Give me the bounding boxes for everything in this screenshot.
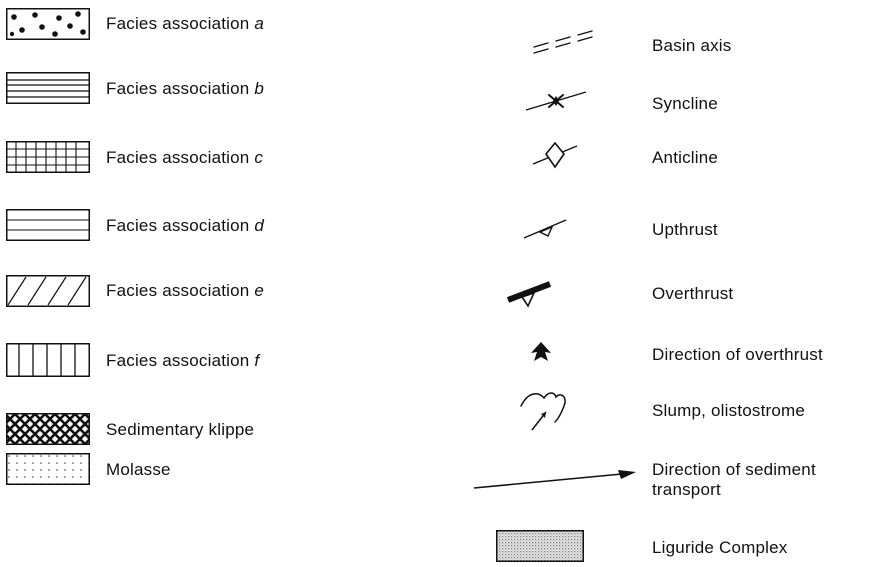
- sediment-transport-label: Direction of sediment transport: [652, 460, 816, 499]
- grid-swatch: [6, 141, 90, 173]
- facies-f-label: Facies association f: [106, 351, 260, 370]
- vertical-lines-swatch: [6, 343, 90, 377]
- facies-c-label: Facies association c: [106, 148, 264, 167]
- facies-e-label: Facies association e: [106, 281, 265, 300]
- slump-symbol: [516, 388, 576, 438]
- stipple-swatch: [496, 530, 584, 562]
- fine-dots-swatch: [6, 453, 90, 485]
- anticline-label: Anticline: [652, 148, 719, 167]
- liguride-complex-label: Liguride Complex: [652, 538, 788, 557]
- overthrust-symbol: [504, 276, 556, 310]
- facies-a-label: Facies association a: [106, 14, 265, 33]
- diagonal-hatch-swatch: [6, 275, 90, 307]
- crosshatch-swatch: [6, 413, 90, 445]
- slump-label: Slump, olistostrome: [652, 401, 806, 420]
- syncline-symbol: [524, 86, 590, 116]
- molasse-label: Molasse: [106, 460, 171, 479]
- basin-axis-label: Basin axis: [652, 36, 732, 55]
- overthrust-direction-arrow: [530, 341, 552, 363]
- basin-axis-symbol: [528, 28, 602, 56]
- sparse-lines-swatch: [6, 209, 90, 241]
- facies-d-label: Facies association d: [106, 216, 265, 235]
- upthrust-symbol: [522, 214, 570, 242]
- sediment-transport-arrow: [472, 466, 638, 492]
- anticline-symbol: [532, 138, 581, 174]
- facies-b-label: Facies association b: [106, 79, 265, 98]
- upthrust-label: Upthrust: [652, 220, 718, 239]
- overthrust-label: Overthrust: [652, 284, 734, 303]
- overthrust-direction-label: Direction of overthrust: [652, 345, 823, 364]
- horizontal-lines-swatch: [6, 72, 90, 104]
- syncline-label: Syncline: [652, 94, 718, 113]
- sedimentary-klippe-label: Sedimentary klippe: [106, 420, 255, 439]
- dots-pattern-swatch: [6, 8, 90, 40]
